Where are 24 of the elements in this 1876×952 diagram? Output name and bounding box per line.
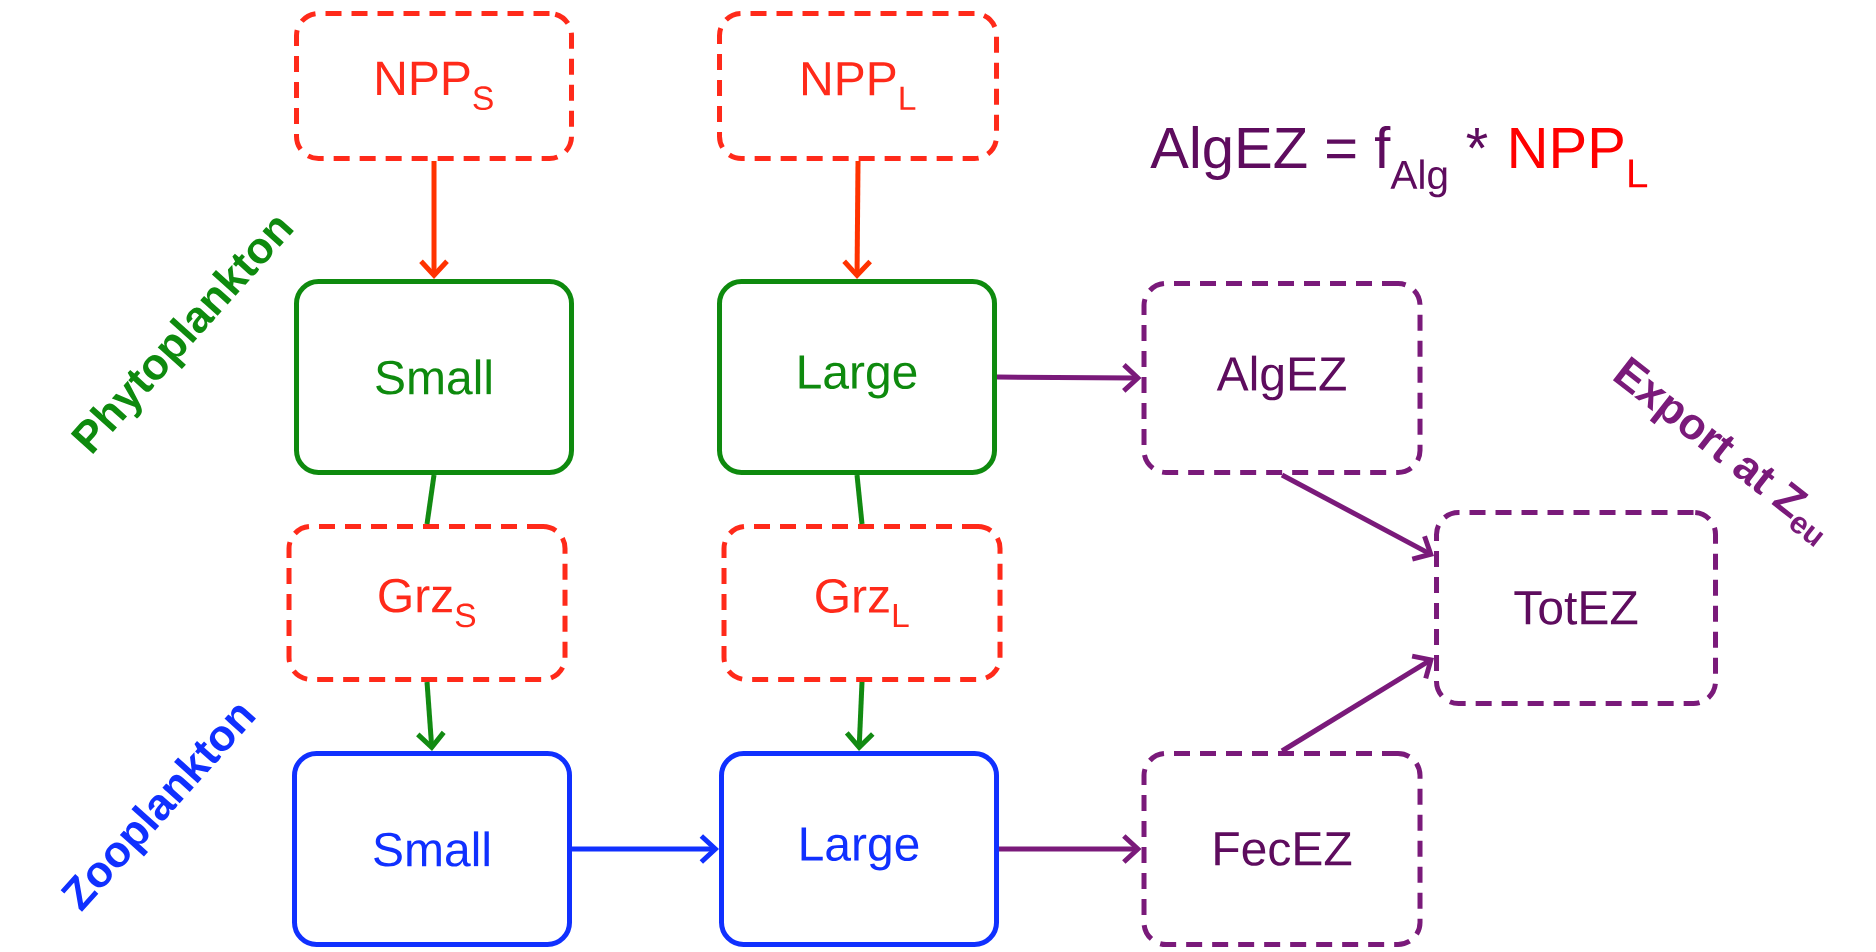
arrow (997, 363, 1142, 393)
dashed-box: Grz$_{L}$ (721, 524, 1003, 682)
dashed-box: FecEZ (1141, 751, 1423, 947)
process-box: Small (294, 279, 574, 475)
dashed-box: NPP$_{L}$ (717, 11, 999, 161)
dashed-box: NPP$_{S}$ (294, 11, 574, 161)
process-box: Small (292, 751, 572, 947)
process-box: Large (719, 751, 999, 947)
arrow (999, 834, 1142, 864)
arrow (572, 834, 719, 864)
process-box: Large (717, 279, 997, 475)
formula: AlgEZ = f$_{Alg}$ * (1150, 125, 1488, 198)
connector-line (424, 474, 437, 525)
arrow (842, 161, 872, 279)
arrow (844, 681, 875, 751)
arrow (1280, 653, 1434, 754)
dashed-box: Grz$_{S}$ (286, 524, 568, 682)
dashed-box: AlgEZ (1141, 281, 1423, 475)
arrow (419, 161, 449, 279)
connector-line (854, 474, 865, 525)
arrow (1280, 472, 1434, 562)
formula: NPP$_{L}$ (1511, 128, 1648, 188)
dashed-box: TotEZ (1434, 510, 1718, 706)
arrow (416, 681, 446, 751)
